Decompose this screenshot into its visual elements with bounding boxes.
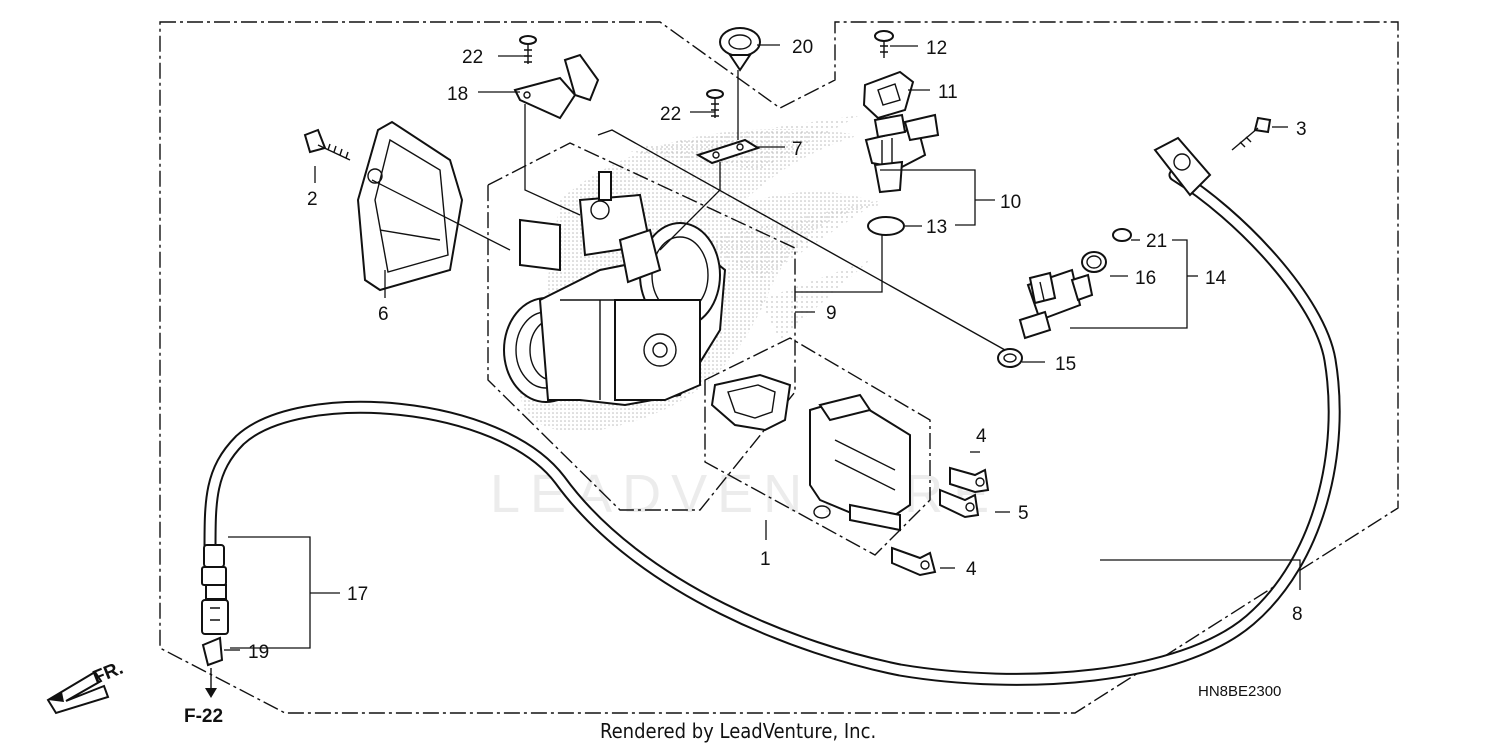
throttle-body — [503, 171, 727, 407]
hose-connector — [201, 544, 229, 635]
callout-20: 20 — [792, 37, 813, 58]
front-arrow-icon — [46, 670, 110, 715]
callout-11: 11 — [938, 82, 958, 103]
bolt-4a — [949, 466, 990, 494]
callout-15: 15 — [1055, 354, 1076, 375]
callout-4b: 4 — [966, 559, 977, 580]
ref-arrow-head — [205, 688, 217, 698]
callout-13: 13 — [926, 217, 947, 238]
screw-22b — [706, 89, 724, 118]
screw-12 — [874, 30, 894, 58]
hose-clip — [201, 636, 224, 667]
seal-15 — [997, 348, 1023, 368]
footer-credit: Rendered by LeadVenture, Inc. — [600, 719, 876, 743]
callout-22b: 22 — [660, 104, 681, 125]
callout-5: 5 — [1018, 503, 1029, 524]
cover — [356, 120, 464, 292]
bolt-2 — [303, 128, 351, 161]
reference-label: F-22 — [184, 706, 223, 727]
callout-18: 18 — [447, 84, 468, 105]
callout-3: 3 — [1296, 119, 1307, 140]
sensor-cover-plate — [862, 70, 915, 120]
leader-lines — [224, 44, 1301, 651]
callout-1: 1 — [760, 549, 771, 570]
clip — [719, 27, 761, 72]
callout-2: 2 — [307, 189, 318, 210]
callout-9: 9 — [826, 303, 837, 324]
callout-21: 21 — [1146, 231, 1167, 252]
sensor-group-box — [704, 337, 931, 556]
diagram-code: HN8BE2300 — [1198, 683, 1281, 700]
throttle-body-box — [487, 142, 796, 511]
callout-22a: 22 — [462, 47, 483, 68]
front-label: FR. — [90, 658, 126, 689]
callout-17: 17 — [347, 584, 368, 605]
o-ring-13 — [867, 216, 905, 236]
temperature-sensor — [864, 113, 940, 194]
callout-4a: 4 — [976, 426, 987, 447]
callout-19: 19 — [248, 642, 269, 663]
callout-12: 12 — [926, 38, 947, 59]
injector-cushion — [1081, 251, 1107, 273]
injector-region-line — [597, 129, 1006, 351]
callout-14: 14 — [1205, 268, 1227, 289]
o-ring-21 — [1112, 228, 1132, 242]
callout-10: 10 — [1000, 192, 1021, 213]
callout-7: 7 — [792, 139, 803, 160]
fuel-injector — [1018, 268, 1094, 340]
bracket — [513, 53, 600, 120]
assembly-frame — [159, 21, 1399, 714]
gasket — [710, 373, 792, 432]
screw-22a — [519, 35, 537, 64]
hose-fitting — [1153, 136, 1212, 197]
fuel-hose — [203, 168, 1341, 686]
sensor-module — [809, 393, 911, 532]
callout-16: 16 — [1135, 268, 1156, 289]
bolt-3 — [1231, 116, 1272, 151]
plate — [695, 138, 761, 165]
callout-8: 8 — [1292, 604, 1303, 625]
bolt-4b — [891, 546, 937, 577]
callout-6: 6 — [378, 304, 389, 325]
bolt-5 — [939, 488, 980, 519]
